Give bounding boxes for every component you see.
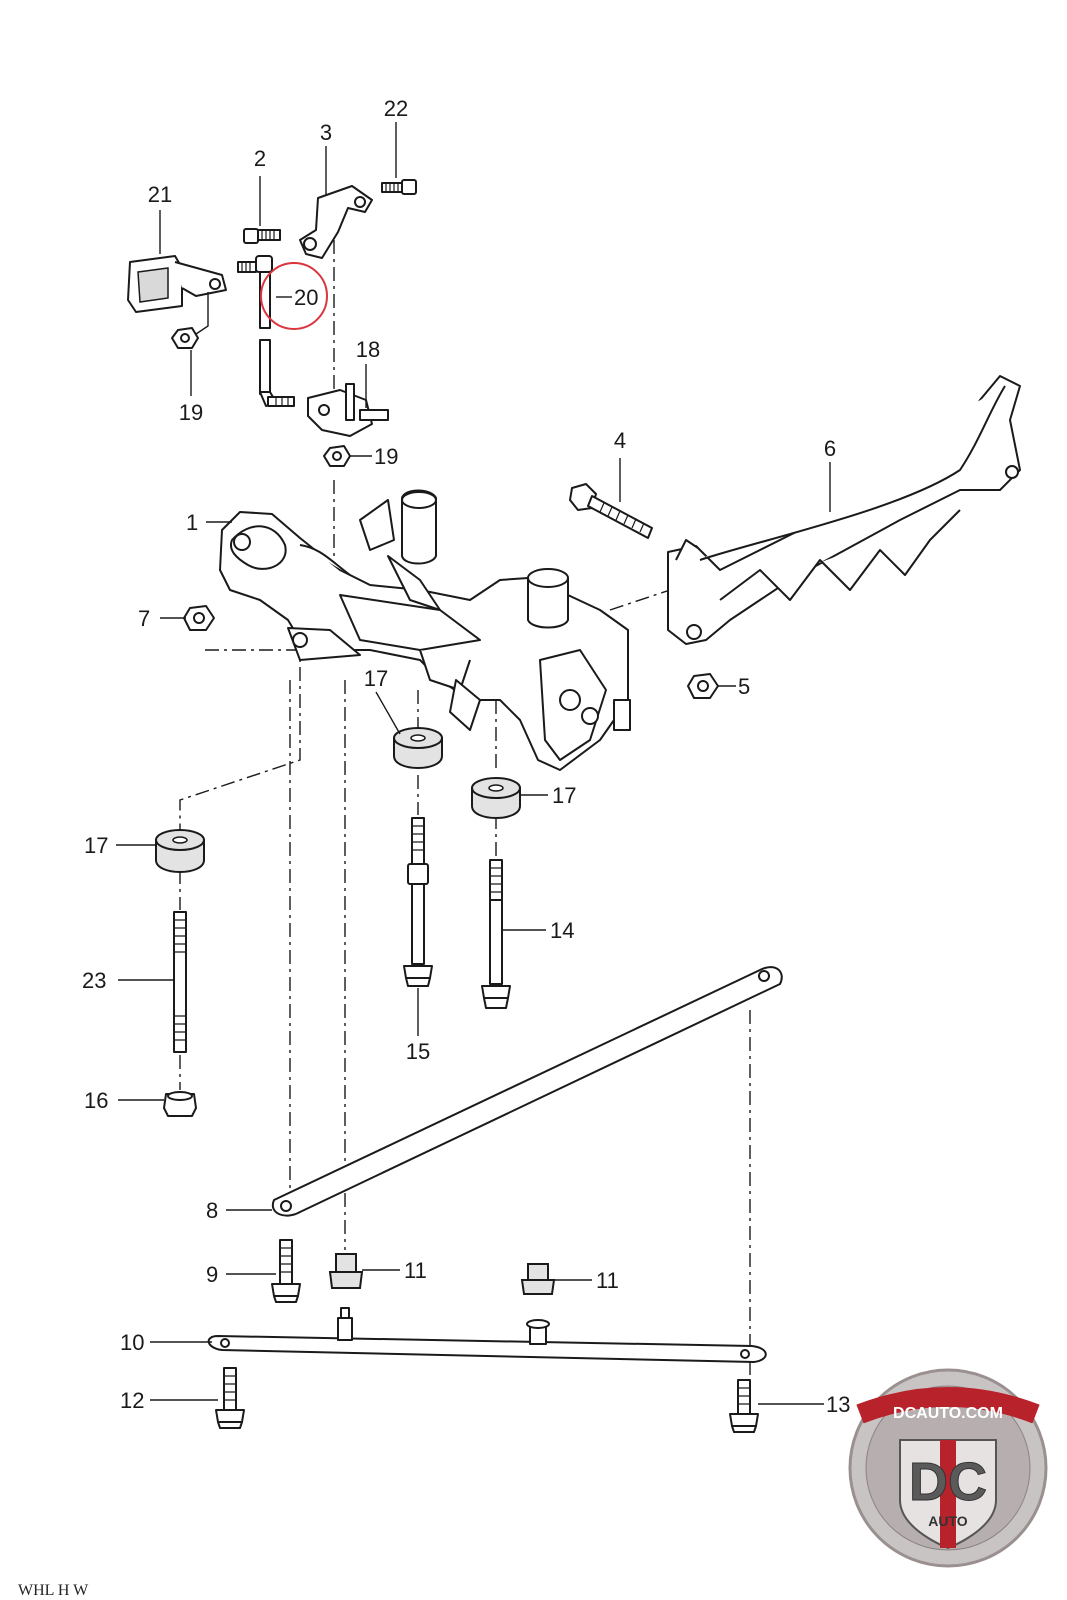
callout-22: 22: [384, 96, 408, 121]
bolt-part-4: [569, 483, 653, 539]
callout-10: 10: [120, 1330, 144, 1355]
bracket-part-3: [299, 185, 373, 259]
stud-part-15: [403, 817, 433, 987]
callout-17-a: 17: [364, 666, 388, 691]
stud-part-14: [481, 859, 511, 1009]
callout-5: 5: [738, 674, 750, 699]
callout-19-upper: 19: [179, 400, 203, 425]
callout-9: 9: [206, 1262, 218, 1287]
bushing-part-17-b: [471, 777, 521, 819]
callout-6: 6: [824, 436, 836, 461]
level-sensor-part-21: [127, 255, 227, 335]
footer-text: WHL H W: [18, 1582, 89, 1599]
logo-bottom-text: AUTO: [928, 1513, 968, 1529]
stud-part-23: [173, 911, 187, 1053]
callout-14: 14: [550, 918, 574, 943]
bolt-part-13: [729, 1379, 759, 1433]
highlight-circle-part-20: [260, 262, 328, 330]
subframe-part-1: [219, 489, 631, 771]
callout-20: 20: [294, 285, 318, 310]
callout-17-b: 17: [552, 783, 576, 808]
callout-23: 23: [82, 968, 106, 993]
callout-17-c: 17: [84, 833, 108, 858]
callout-1: 1: [186, 510, 198, 535]
callout-7: 7: [138, 606, 150, 631]
construction-lines: [179, 240, 751, 1390]
callout-18: 18: [356, 337, 380, 362]
logo-mark: DC: [909, 1452, 987, 1512]
nut-part-16: [163, 1091, 197, 1117]
bolt-part-2: [243, 228, 281, 244]
callout-2: 2: [254, 146, 266, 171]
nut-part-5: [687, 673, 719, 699]
bar-part-10: [207, 1307, 767, 1363]
callout-4: 4: [614, 428, 626, 453]
callout-15: 15: [406, 1039, 430, 1064]
callout-leaders: [116, 122, 831, 1405]
callout-8: 8: [206, 1198, 218, 1223]
bracket-part-18: [307, 383, 389, 437]
cross-beam-part-6: [667, 375, 1021, 645]
callout-19-lower: 19: [374, 444, 398, 469]
nut-part-19-lower: [323, 445, 351, 467]
bolt-part-12: [215, 1367, 245, 1429]
callout-11-a: 11: [404, 1258, 427, 1283]
callout-11-b: 11: [596, 1268, 619, 1293]
logo-top-text: DCAUTO.COM: [893, 1405, 1003, 1422]
spacer-part-11-b: [520, 1263, 556, 1295]
callout-21: 21: [148, 182, 172, 207]
callout-12: 12: [120, 1388, 144, 1413]
callout-labels: 22 3 2 21 20 18 19 19 4 6 1 7 5 17 17 17…: [82, 96, 850, 1417]
coupling-rod-part-20: [237, 255, 295, 407]
dcauto-logo: DCAUTO.COM DC AUTO: [848, 1368, 1048, 1568]
bushing-part-17-a: [393, 727, 443, 769]
bolt-part-9: [271, 1239, 301, 1303]
bolt-part-22: [381, 179, 417, 195]
bushing-part-17-c: [155, 829, 205, 873]
nut-part-19-upper: [171, 327, 199, 349]
brace-part-8: [271, 966, 783, 1217]
callout-3: 3: [320, 120, 332, 145]
callout-13: 13: [826, 1392, 850, 1417]
spacer-part-11-a: [328, 1253, 364, 1289]
callout-16: 16: [84, 1088, 108, 1113]
nut-part-7: [183, 605, 215, 631]
